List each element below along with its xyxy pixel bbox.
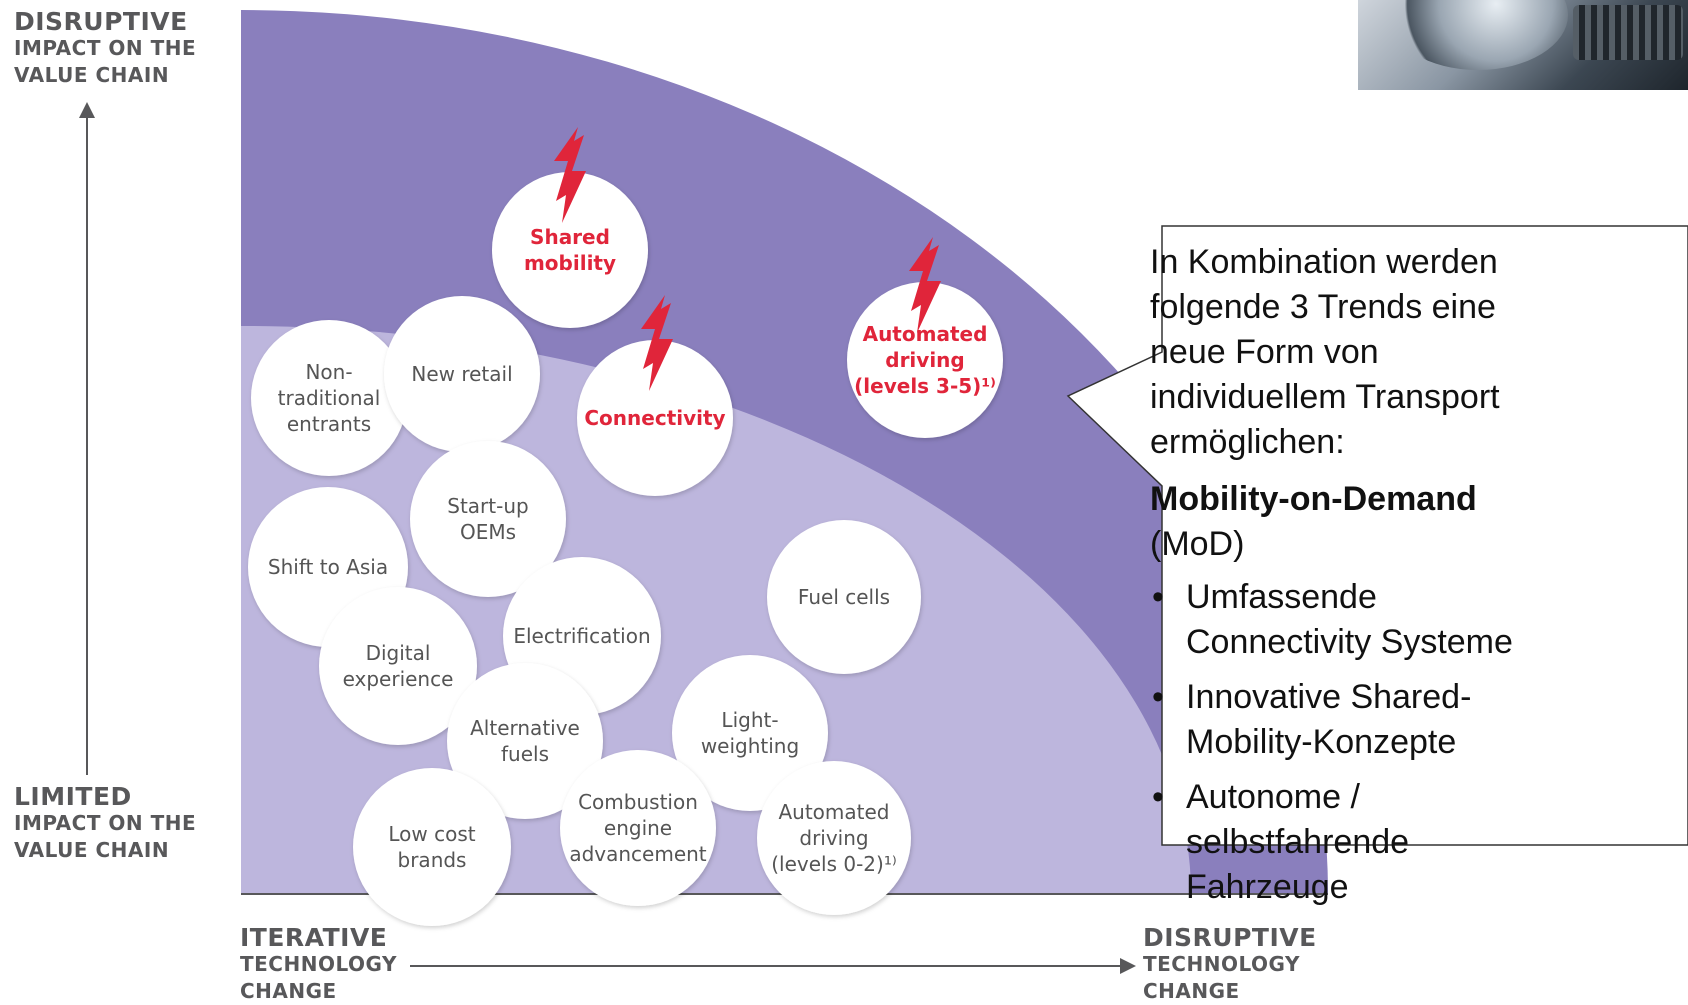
bubble-circle [447, 663, 603, 819]
bubble-label-line: Automated [863, 322, 988, 346]
bubble-label-line: traditional [278, 386, 381, 410]
bubble-label-line: OEMs [460, 520, 516, 544]
bubble-label-line: experience [343, 667, 454, 691]
x-axis-right-line2: CHANGE [1143, 979, 1240, 1003]
bubble-label-line: weighting [701, 734, 799, 758]
bubble-circle [577, 340, 733, 496]
bubble-label-line: Start-up [447, 494, 528, 518]
bubble-label-line: Digital [366, 641, 431, 665]
bubble-circle [492, 172, 648, 328]
bubble-label-line: mobility [524, 251, 616, 275]
callout-headline-bold: Mobility-on-Demand [1150, 480, 1477, 518]
x-axis-left-label: ITERATIVE TECHNOLOGY CHANGE [240, 924, 397, 1005]
bubble-label-line: entrants [287, 412, 371, 436]
bubble-label-line: Light- [721, 708, 778, 732]
bubble-fuel-cells: Fuel cells [767, 520, 921, 674]
bubble-new-retail: New retail [384, 296, 540, 452]
bubble-circle [672, 655, 828, 811]
bubble-label-line: driving [885, 348, 964, 372]
bubble-circle [560, 750, 716, 906]
y-axis-top-line1: IMPACT ON THE [14, 36, 197, 60]
callout-headline-rest: (MoD) [1150, 525, 1245, 563]
x-axis-right-label: DISRUPTIVE TECHNOLOGY CHANGE [1143, 924, 1317, 1005]
bubble-circle [767, 520, 921, 674]
bubble-label-line: driving [799, 826, 868, 850]
bubble-label-line: Automated [778, 800, 889, 824]
lightning-bolt-icon [641, 295, 673, 391]
y-axis-bottom-line1: IMPACT ON THE [14, 811, 197, 835]
x-axis-left-big: ITERATIVE [240, 923, 388, 952]
x-axis-left-line1: TECHNOLOGY [240, 952, 397, 976]
bubble-circle [410, 441, 566, 597]
bubble-label-line: brands [398, 848, 467, 872]
car-grille [1573, 5, 1683, 60]
bubble-connectivity: Connectivity [577, 340, 733, 496]
bubble-circle [251, 320, 407, 476]
callout-bullet: Autonome / selbstfahrende Fahrzeuge [1150, 775, 1555, 910]
lightning-bolt-icon [554, 127, 586, 223]
x-axis-left-line2: CHANGE [240, 979, 337, 1003]
bubble-label-line: Non- [305, 360, 352, 384]
y-axis-top-label: DISRUPTIVE IMPACT ON THE VALUE CHAIN [14, 8, 196, 89]
bubble-label-line: Low cost [388, 822, 475, 846]
y-axis-top-big: DISRUPTIVE [14, 7, 188, 36]
x-axis-right-big: DISRUPTIVE [1143, 923, 1317, 952]
callout-bullet: Innovative Shared-Mobility-Konzepte [1150, 675, 1555, 765]
bubble-label-line: Electrification [513, 624, 650, 648]
callout-bullet: Umfassende Connectivity Systeme [1150, 575, 1555, 665]
bubbles-layer: SharedmobilityConnectivityAutomateddrivi… [248, 127, 1003, 926]
bubble-circle [847, 282, 1003, 438]
bubble-circle [757, 761, 911, 915]
bubble-circle [384, 296, 540, 452]
bubble-label-line: engine [604, 816, 672, 840]
callout-headline: Mobility-on-Demand (MoD) [1150, 477, 1555, 567]
callout-intro: In Kombination werden folgende 3 Trends … [1150, 243, 1500, 461]
bubble-label-line: Shared [530, 225, 610, 249]
callout-text: In Kombination werden folgende 3 Trends … [1150, 240, 1555, 920]
bubble-label-line: advancement [569, 842, 706, 866]
bubble-label-line: (levels 3-5)¹⁾ [854, 374, 996, 398]
y-axis-top-line2: VALUE CHAIN [14, 63, 170, 87]
bubble-label-line: Fuel cells [798, 585, 890, 609]
bubble-label-line: fuels [501, 742, 549, 766]
bubble-label-line: New retail [411, 362, 512, 386]
callout-bullet-list: Umfassende Connectivity Systeme Innovati… [1150, 575, 1555, 910]
bubble-label-line: Alternative [470, 716, 580, 740]
bubble-light-weighting: Light-weighting [672, 655, 828, 811]
car-photo [1358, 0, 1688, 90]
bubble-label-line: Combustion [578, 790, 698, 814]
bubble-label-line: Connectivity [584, 406, 725, 430]
x-axis-right-line1: TECHNOLOGY [1143, 952, 1300, 976]
lightning-bolt-icon [909, 237, 941, 333]
y-axis-bottom-label: LIMITED IMPACT ON THE VALUE CHAIN [14, 783, 196, 864]
bubble-circle [319, 587, 477, 745]
y-axis-bottom-big: LIMITED [14, 782, 132, 811]
bubble-label-line: Shift to Asia [268, 555, 388, 579]
y-axis-bottom-line2: VALUE CHAIN [14, 838, 170, 862]
bubble-circle [353, 768, 511, 926]
bubble-label-line: (levels 0-2)¹⁾ [771, 852, 897, 876]
